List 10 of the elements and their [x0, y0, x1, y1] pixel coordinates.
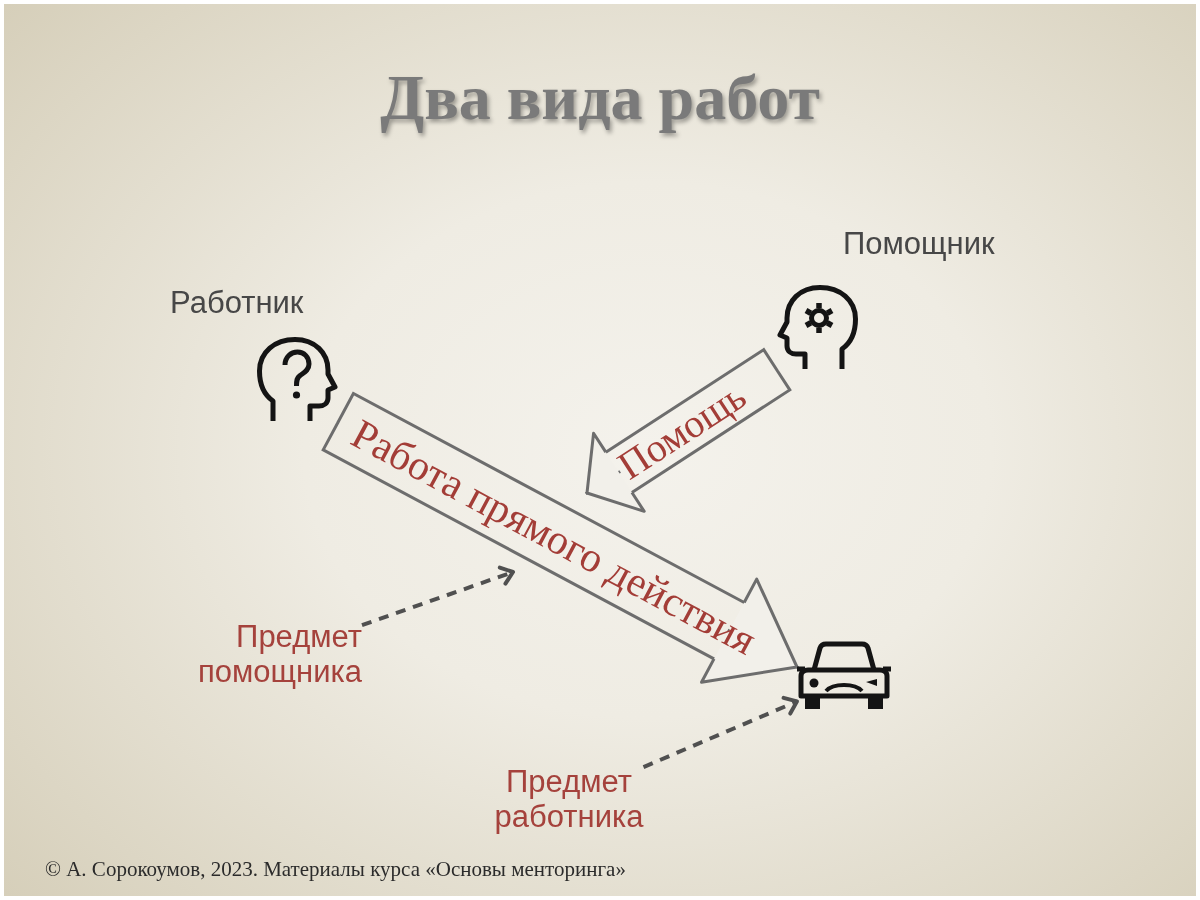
annotation-label: Предмет работника — [494, 764, 644, 834]
dashed-arrow — [361, 565, 515, 627]
copyright-footer: © А. Сорокоумов, 2023. Материалы курса «Основы менторинга» — [45, 859, 626, 880]
annotation-label: Предмет помощника — [198, 619, 362, 689]
dashed-arrow — [642, 695, 799, 769]
car-icon — [797, 640, 891, 710]
role-label: Работник — [170, 287, 304, 318]
block-arrow — [321, 391, 799, 684]
block-arrow — [585, 347, 792, 513]
role-label: Помощник — [843, 228, 995, 259]
